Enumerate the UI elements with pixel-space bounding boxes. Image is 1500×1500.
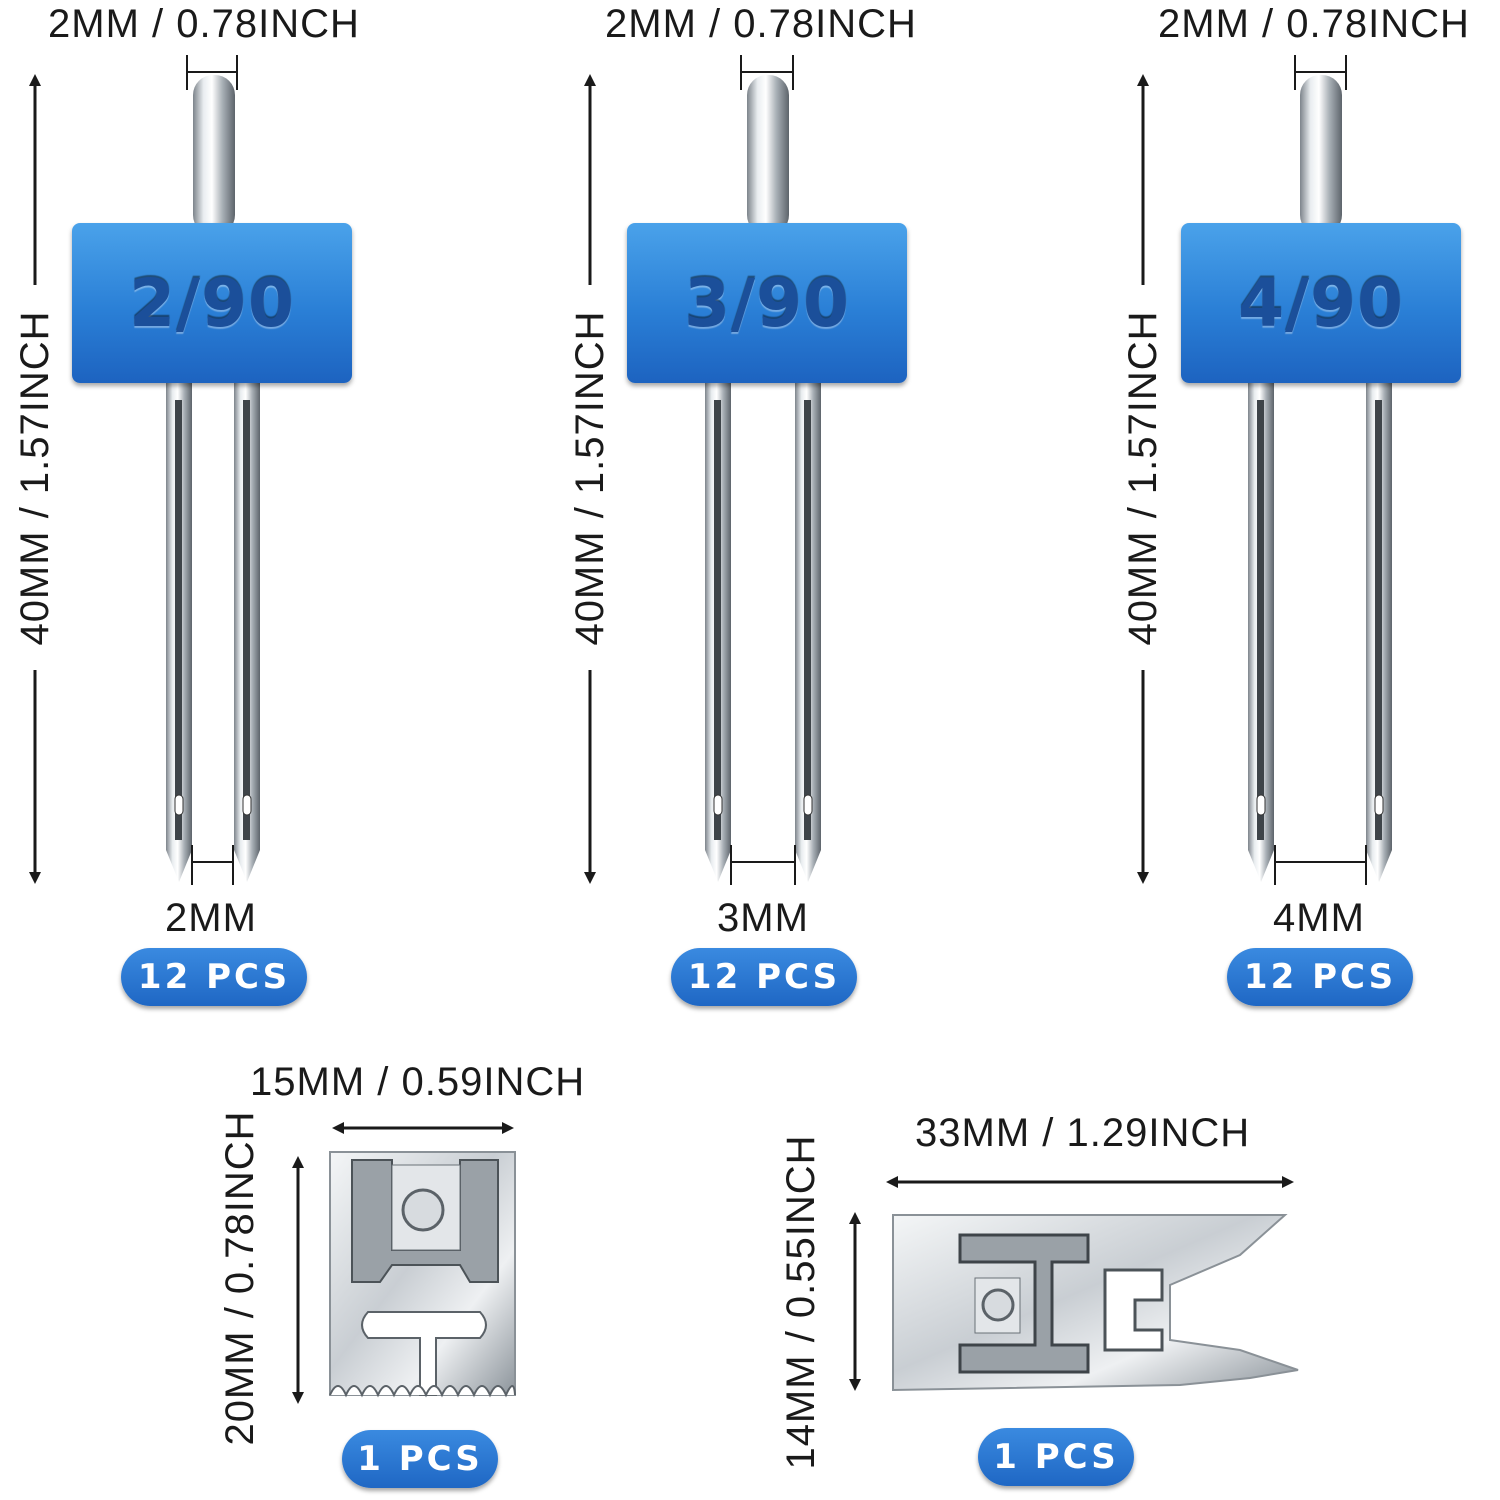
- needle-1-hub: 2/90: [72, 223, 352, 383]
- needle-2-groove-left: [714, 400, 721, 840]
- pintuck-foot-illustration: [329, 1151, 516, 1398]
- pintuck-foot-quantity-badge: 1 PCS: [342, 1430, 498, 1488]
- pintuck-foot-arrows: [292, 1122, 514, 1404]
- needle-1-length-label: 40MM / 1.57INCH: [13, 310, 57, 646]
- needle-1-groove-right: [243, 400, 250, 840]
- pintuck-foot-height-label: 20MM / 0.78INCH: [218, 1110, 262, 1446]
- needle-2-eye-left: [713, 794, 723, 816]
- needle-3-groove-right: [1375, 400, 1382, 840]
- needle-1-shank: [193, 75, 235, 235]
- needle-3-eye-left: [1256, 794, 1266, 816]
- needle-2-shank-bracket: [740, 55, 794, 90]
- needle-3-shank-bracket: [1294, 55, 1347, 90]
- needle-2-shank-width-label: 2MM / 0.78INCH: [605, 2, 917, 46]
- needle-2-shank: [747, 75, 789, 235]
- needle-2-illustration: [705, 75, 821, 882]
- needle-2-groove-right: [804, 400, 811, 840]
- needle-3-eye-right: [1374, 794, 1384, 816]
- needle-3-hub-label: 4/90: [1238, 264, 1404, 342]
- presser-foot-width-label: 33MM / 1.29INCH: [915, 1111, 1251, 1155]
- presser-foot-arrows: [849, 1176, 1294, 1391]
- needle-2-gap-label: 3MM: [717, 896, 809, 940]
- needle-1-eye-left: [174, 794, 184, 816]
- needle-2-eye-right: [803, 794, 813, 816]
- needle-2-length-label: 40MM / 1.57INCH: [568, 310, 612, 646]
- needle-2-hub: 3/90: [627, 223, 907, 383]
- needle-1-hub-label: 2/90: [129, 264, 295, 342]
- needle-length-arrows: [29, 74, 1149, 884]
- pintuck-foot-width-label: 15MM / 0.59INCH: [250, 1060, 586, 1104]
- needle-1-gap-label: 2MM: [165, 896, 257, 940]
- needle-3-illustration: [1248, 75, 1392, 882]
- needle-3-shank: [1300, 75, 1342, 235]
- needle-dimension-lines: [186, 55, 1367, 885]
- needle-2-hub-label: 3/90: [684, 264, 850, 342]
- needle-3-shank-width-label: 2MM / 0.78INCH: [1158, 2, 1470, 46]
- needle-1-groove-left: [175, 400, 182, 840]
- needle-2-quantity-badge: 12 PCS: [671, 948, 857, 1006]
- needle-3-groove-left: [1257, 400, 1264, 840]
- presser-foot-quantity-badge: 1 PCS: [978, 1428, 1134, 1486]
- needle-1-shank-bracket: [186, 55, 238, 90]
- needle-3-hub: 4/90: [1181, 223, 1461, 383]
- needle-3-quantity-badge: 12 PCS: [1227, 948, 1413, 1006]
- presser-foot-illustration: [892, 1214, 1299, 1392]
- needle-1-quantity-badge: 12 PCS: [121, 948, 307, 1006]
- needle-1-eye-right: [242, 794, 252, 816]
- presser-foot-height-label: 14MM / 0.55INCH: [779, 1134, 823, 1470]
- needle-2-gap-bracket: [730, 845, 796, 885]
- needle-1-illustration: [166, 75, 260, 882]
- needle-3-gap-bracket: [1274, 845, 1367, 885]
- needle-3-length-label: 40MM / 1.57INCH: [1121, 310, 1165, 646]
- needle-1-shank-width-label: 2MM / 0.78INCH: [48, 2, 360, 46]
- needle-1-gap-bracket: [191, 845, 234, 885]
- needle-3-gap-label: 4MM: [1273, 896, 1365, 940]
